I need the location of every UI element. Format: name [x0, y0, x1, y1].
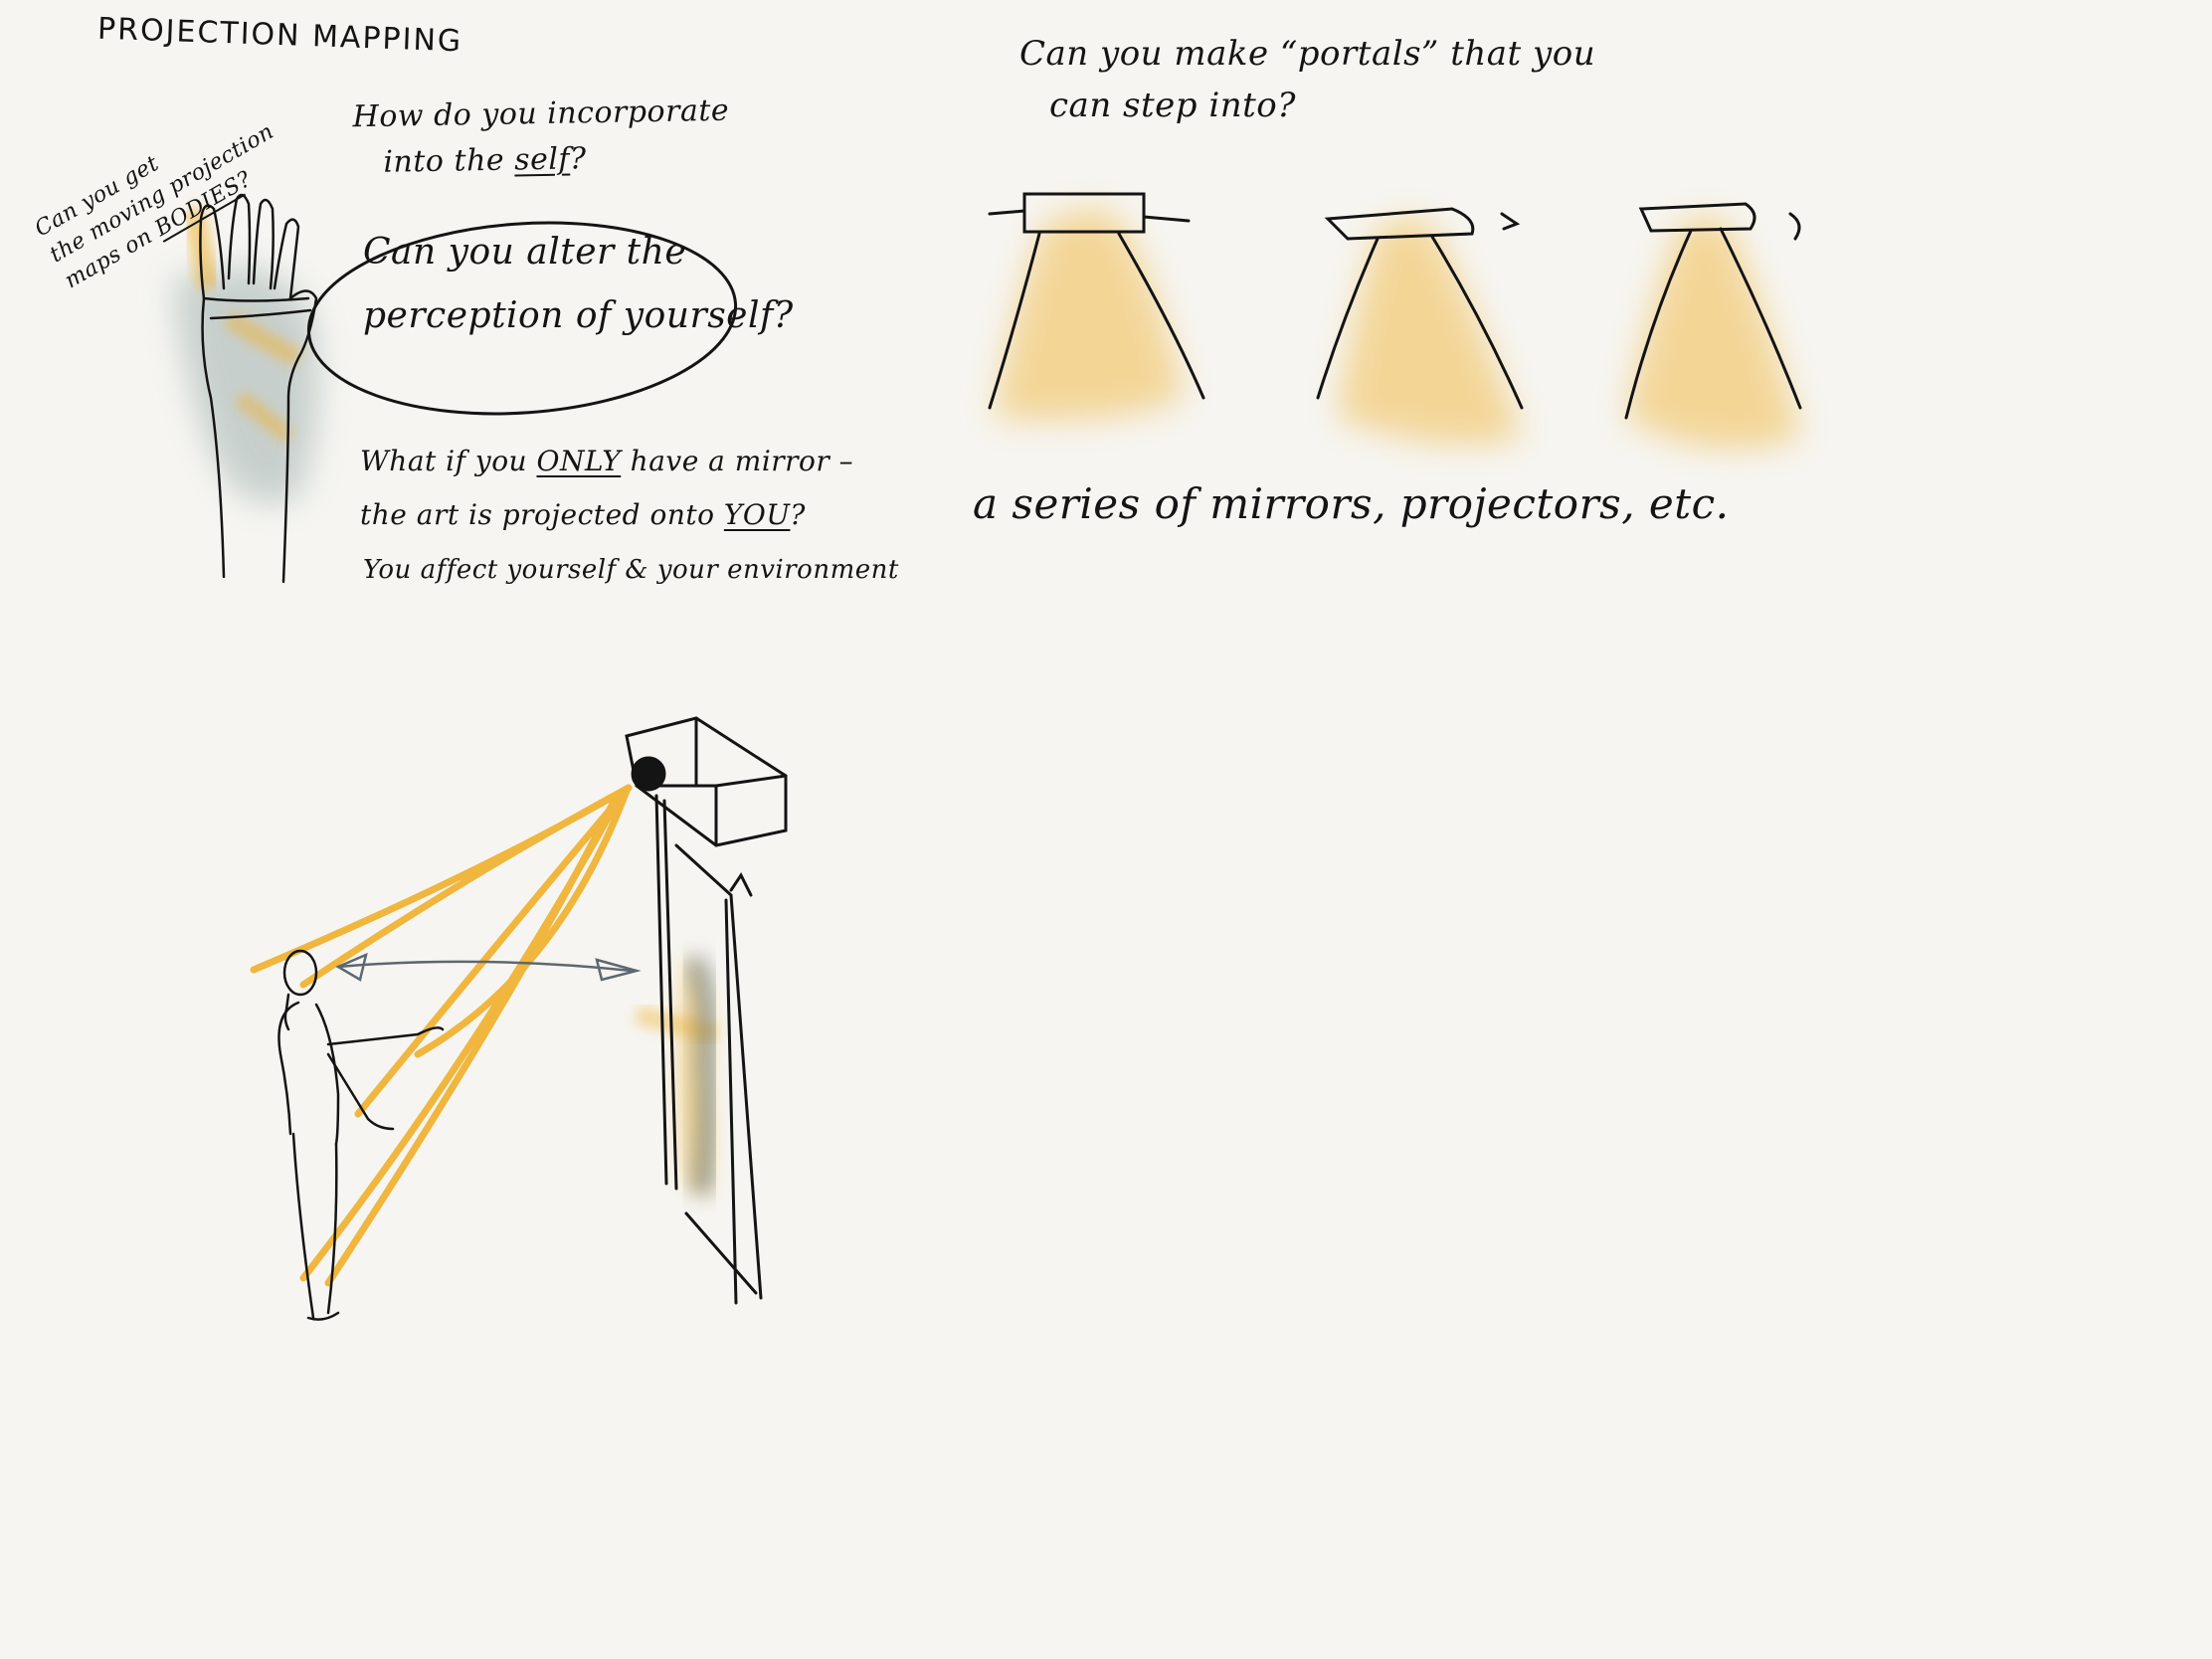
incorporate-line1: How do you incorporate	[352, 92, 730, 135]
bubble-line2: perception of yourself?	[363, 295, 794, 336]
portal-light-icon	[1624, 202, 1802, 450]
incorporate-mark: ?	[569, 141, 587, 177]
portal-light-icon	[1316, 207, 1524, 445]
affect-note: You affect yourself & your environment	[363, 555, 899, 585]
double-arrow-icon	[335, 952, 642, 982]
portal-light-icon	[988, 192, 1205, 421]
portals-note: Can you make “portals” that you can step…	[1019, 28, 1595, 131]
mirror-line1-prefix: What if you	[360, 445, 528, 477]
portals-line2: can step into?	[1049, 86, 1296, 125]
projector-icon	[625, 716, 788, 847]
projection-beams	[250, 784, 633, 1287]
incorporate-prefix: into the	[383, 142, 505, 180]
incorporate-note: How do you incorporate into the self?	[352, 89, 730, 187]
incorporate-self: self	[513, 141, 571, 178]
mirror-line1: What if you ONLY have a mirror –	[360, 435, 853, 488]
mirror-icon	[634, 794, 763, 1305]
mirror-you: YOU	[723, 498, 791, 531]
mirror-only: ONLY	[536, 445, 622, 477]
bubble-text: Can you alter the perception of yourself…	[363, 221, 794, 348]
series-note: a series of mirrors, projectors, etc.	[973, 479, 1730, 528]
mirror-line1-suffix: have a mirror –	[630, 445, 854, 477]
mirror-line2-mark: ?	[790, 498, 806, 531]
person-icon	[277, 949, 445, 1321]
thought-bubble-outline	[306, 221, 738, 416]
mirror-line2-prefix: the art is projected onto	[360, 498, 715, 531]
hand-sketch-icon	[174, 193, 318, 584]
portals-line1: Can you make “portals” that you	[1019, 34, 1596, 74]
mirror-note: What if you ONLY have a mirror – the art…	[360, 435, 853, 542]
incorporate-line2: into the self?	[353, 134, 730, 187]
mirror-line2: the art is projected onto YOU?	[360, 488, 853, 542]
bubble-line1: Can you alter the	[363, 232, 687, 273]
